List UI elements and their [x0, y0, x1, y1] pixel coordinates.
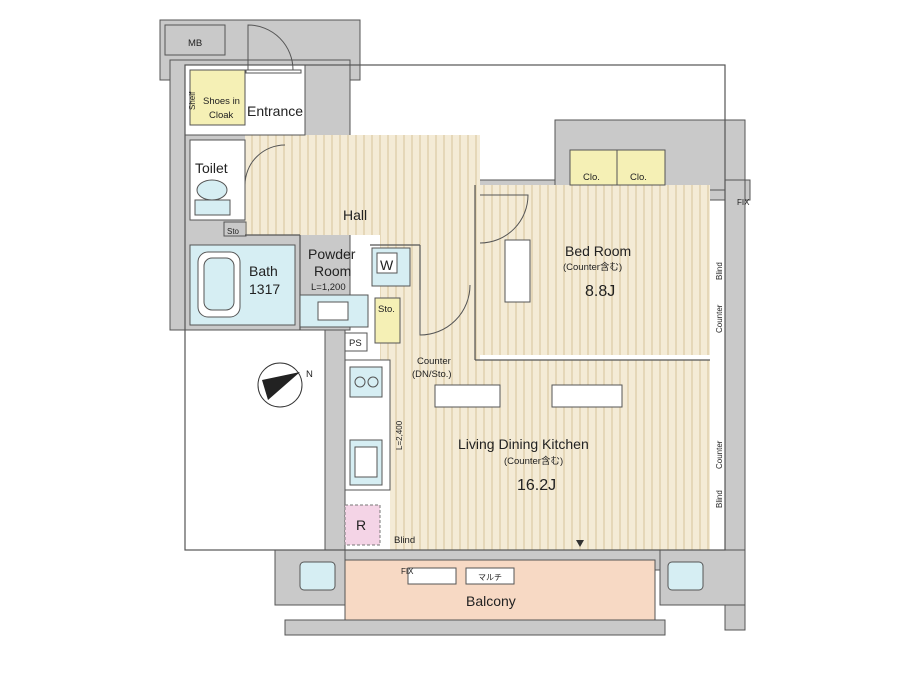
entrance-door[interactable]	[245, 24, 302, 74]
shoes-label-line2: Cloak	[209, 110, 234, 121]
ldk-size: 16.2J	[517, 477, 556, 494]
compass-n-label: N	[306, 369, 313, 380]
ldk-title: Living Dining Kitchen	[458, 436, 589, 452]
bathtub-icon	[197, 251, 241, 318]
toilet-label: Toilet	[195, 160, 228, 176]
bath-label-line1: Bath	[249, 263, 278, 279]
washer-icon	[371, 247, 411, 287]
bedroom-sliding-door	[504, 239, 531, 303]
powder-label-line2: Room	[314, 263, 351, 279]
ps-box	[344, 332, 368, 352]
balcony-label: Balcony	[466, 593, 516, 609]
mb-box	[164, 24, 226, 56]
bedroom-note: (Counter含む)	[563, 261, 622, 273]
toilet-icon	[194, 179, 231, 216]
clo-label-1: Clo.	[583, 172, 600, 183]
entrance-label: Entrance	[247, 103, 303, 119]
shoes-cloak-closet	[189, 69, 246, 126]
mb-label: MB	[188, 38, 202, 49]
counter-dn-label-line1: Counter	[417, 356, 451, 367]
hall-label: Hall	[343, 207, 367, 223]
sto-box-1	[223, 221, 247, 237]
w-label: W	[380, 257, 394, 273]
counter-right-2: Counter	[715, 440, 724, 469]
balcony-fix-window	[407, 567, 457, 585]
blind-right-1: Blind	[715, 262, 724, 280]
balcony-left-unit	[299, 561, 336, 591]
clo-label-2: Clo.	[630, 172, 647, 183]
fix-right-label: FIX	[737, 198, 750, 207]
refrigerator-space-icon	[344, 504, 381, 546]
balcony-multi-window	[465, 567, 515, 585]
blind-right-2: Blind	[715, 490, 724, 508]
window-marker-icon	[576, 540, 584, 547]
powder-label-line1: Powder	[308, 246, 356, 262]
sto-label-2: Sto.	[378, 304, 395, 315]
compass-north-arrow-icon	[257, 362, 303, 408]
ldk-door[interactable]	[419, 284, 471, 336]
powder-label-line3: L=1,200	[311, 282, 346, 293]
ldk-window-panel-2	[551, 384, 623, 408]
balcony-right-unit	[667, 561, 704, 591]
toilet-door[interactable]	[244, 144, 286, 186]
bath-label-line2: 1317	[249, 281, 280, 297]
washbasin-icon	[299, 294, 369, 328]
l2400-label: L=2,400	[395, 420, 404, 450]
kitchen-sink-icon	[349, 439, 383, 486]
balcony-fix-label: FIX	[401, 567, 414, 576]
ps-label: PS	[349, 338, 362, 349]
shelf-label: Shelf	[188, 91, 197, 110]
balcony-multi-label: マルチ	[478, 573, 502, 582]
sto-label-1: Sto	[227, 227, 240, 236]
ldk-window-panel-1	[434, 384, 501, 408]
sto-box-2	[374, 297, 401, 344]
bedroom-door[interactable]	[479, 194, 529, 244]
ldk-note: (Counter含む)	[504, 455, 563, 467]
counter-right-1: Counter	[715, 304, 724, 333]
shoes-label-line1: Shoes in	[203, 96, 240, 107]
blind-bottom-label: Blind	[394, 535, 415, 546]
bedroom-size: 8.8J	[585, 283, 615, 300]
counter-dn-label-line2: (DN/Sto.)	[412, 369, 452, 380]
r-label: R	[356, 517, 366, 533]
bedroom-title: Bed Room	[565, 243, 631, 259]
stove-burners-icon	[349, 366, 383, 398]
